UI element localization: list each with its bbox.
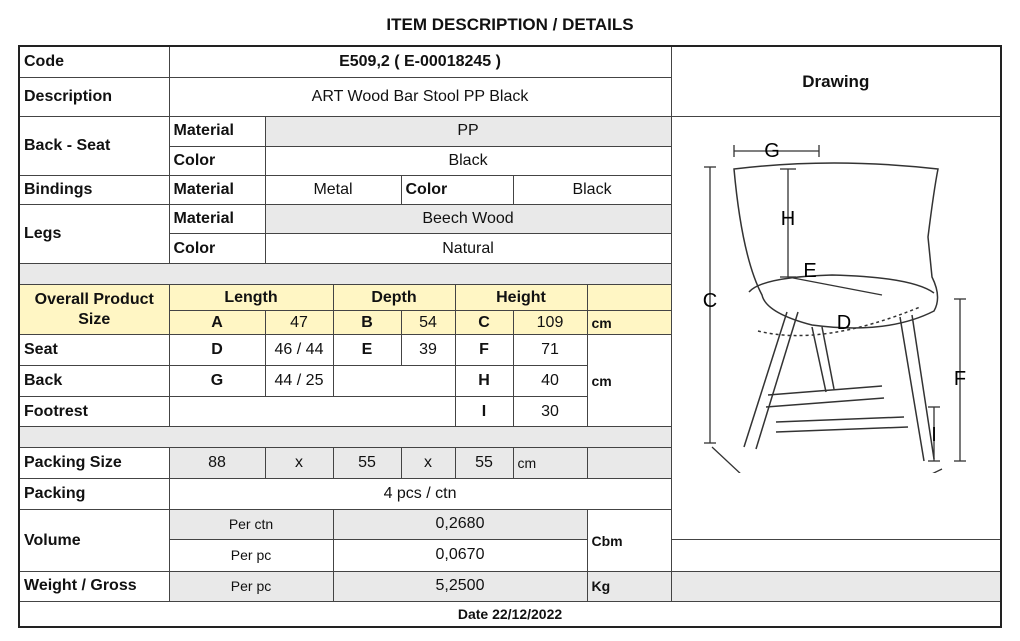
depth-header: Depth (332, 283, 456, 312)
packing-size-label: Packing Size (18, 446, 170, 479)
packing-value: 4 pcs / ctn (168, 477, 672, 511)
footrest-i-value: 30 (512, 396, 588, 428)
back-g-letter: G (168, 364, 266, 398)
back-seat-label: Back - Seat (18, 116, 170, 176)
spacer-row (18, 262, 672, 285)
dims-unit: cm (586, 334, 672, 428)
seat-d-value: 46 / 44 (264, 334, 334, 366)
back-blank (332, 364, 456, 398)
legs-color-label: Color (168, 233, 266, 264)
code-label: Code (18, 45, 170, 78)
size-a-letter: A (168, 310, 266, 336)
size-b-letter: B (332, 310, 402, 336)
drawing-letter-c: C (702, 290, 716, 312)
footrest-blank (168, 396, 456, 428)
bindings-material-label: Material (168, 174, 266, 206)
size-c-letter: C (454, 310, 514, 336)
back-label: Back (18, 364, 170, 398)
volume-per-ctn-label: Per ctn (168, 509, 334, 540)
packing-size-height: 55 (454, 446, 514, 479)
bindings-material: Metal (264, 174, 402, 206)
legs-color: Natural (264, 233, 672, 264)
size-c-value: 109 (512, 310, 588, 336)
weight-unit: Kg (586, 570, 672, 603)
bindings-color-label: Color (400, 174, 514, 206)
code-value: E509,2 ( E-00018245 ) (168, 45, 672, 78)
packing-size-x1: x (264, 446, 334, 479)
back-g-value: 44 / 25 (264, 364, 334, 398)
size-a-value: 47 (264, 310, 334, 336)
drawing-letter-d: D (836, 312, 850, 334)
packing-size-width: 55 (332, 446, 402, 479)
seat-f-letter: F (454, 334, 514, 366)
legs-material: Beech Wood (264, 204, 672, 235)
volume-unit: Cbm (586, 509, 672, 572)
drawing-letter-h: H (780, 208, 794, 230)
volume-per-pc-value: 0,0670 (332, 538, 588, 572)
seat-label: Seat (18, 334, 170, 366)
packing-size-x2: x (400, 446, 456, 479)
page-title: ITEM DESCRIPTION / DETAILS (386, 15, 634, 34)
drawing-letter-e: E (803, 260, 816, 282)
packing-label: Packing (18, 477, 170, 511)
drawing-letter-g: G (764, 140, 780, 162)
bar-stool-drawing: G H E C D F I B A (702, 140, 966, 534)
drawing-area: G H E C D F I B A (670, 116, 1002, 540)
height-header: Height (454, 283, 588, 312)
seat-e-value: 39 (400, 334, 456, 366)
drawing-letter-f: F (953, 368, 965, 390)
packing-size-length: 88 (168, 446, 266, 479)
bindings-color: Black (512, 174, 672, 206)
size-unit: cm (586, 310, 672, 336)
drawing-letter-i: I (931, 424, 937, 446)
volume-per-ctn-value: 0,2680 (332, 509, 588, 540)
volume-label: Volume (18, 509, 170, 572)
spacer-row-2 (18, 426, 672, 448)
size-b-value: 54 (400, 310, 456, 336)
packing-size-unit: cm (512, 446, 588, 479)
legs-material-label: Material (168, 204, 266, 235)
length-header: Length (168, 283, 334, 312)
weight-per-pc-label: Per pc (168, 570, 334, 603)
drawing-label: Drawing (670, 45, 1002, 118)
seat-e-letter: E (332, 334, 402, 366)
bindings-label: Bindings (18, 174, 170, 206)
description-value: ART Wood Bar Stool PP Black (168, 76, 672, 118)
footrest-label: Footrest (18, 396, 170, 428)
back-seat-material-label: Material (168, 116, 266, 147)
spec-table: Code E509,2 ( E-00018245 ) Drawing Descr… (18, 45, 1003, 628)
volume-per-pc-label: Per pc (168, 538, 334, 572)
back-seat-color: Black (264, 145, 672, 176)
legs-label: Legs (18, 204, 170, 264)
weight-per-pc-value: 5,2500 (332, 570, 588, 603)
seat-d-letter: D (168, 334, 266, 366)
packing-size-blank (586, 446, 672, 479)
description-label: Description (18, 76, 170, 118)
seat-f-value: 71 (512, 334, 588, 366)
unit-blank (586, 283, 672, 312)
back-h-value: 40 (512, 364, 588, 398)
back-h-letter: H (454, 364, 514, 398)
back-seat-material: PP (264, 116, 672, 147)
footrest-i-letter: I (454, 396, 514, 428)
overall-size-label: Overall Product Size (18, 283, 170, 336)
weight-label: Weight / Gross (18, 570, 170, 603)
date-footer: Date 22/12/2022 (18, 601, 1002, 628)
weight-drawing-blank (670, 570, 1002, 603)
back-seat-color-label: Color (168, 145, 266, 176)
